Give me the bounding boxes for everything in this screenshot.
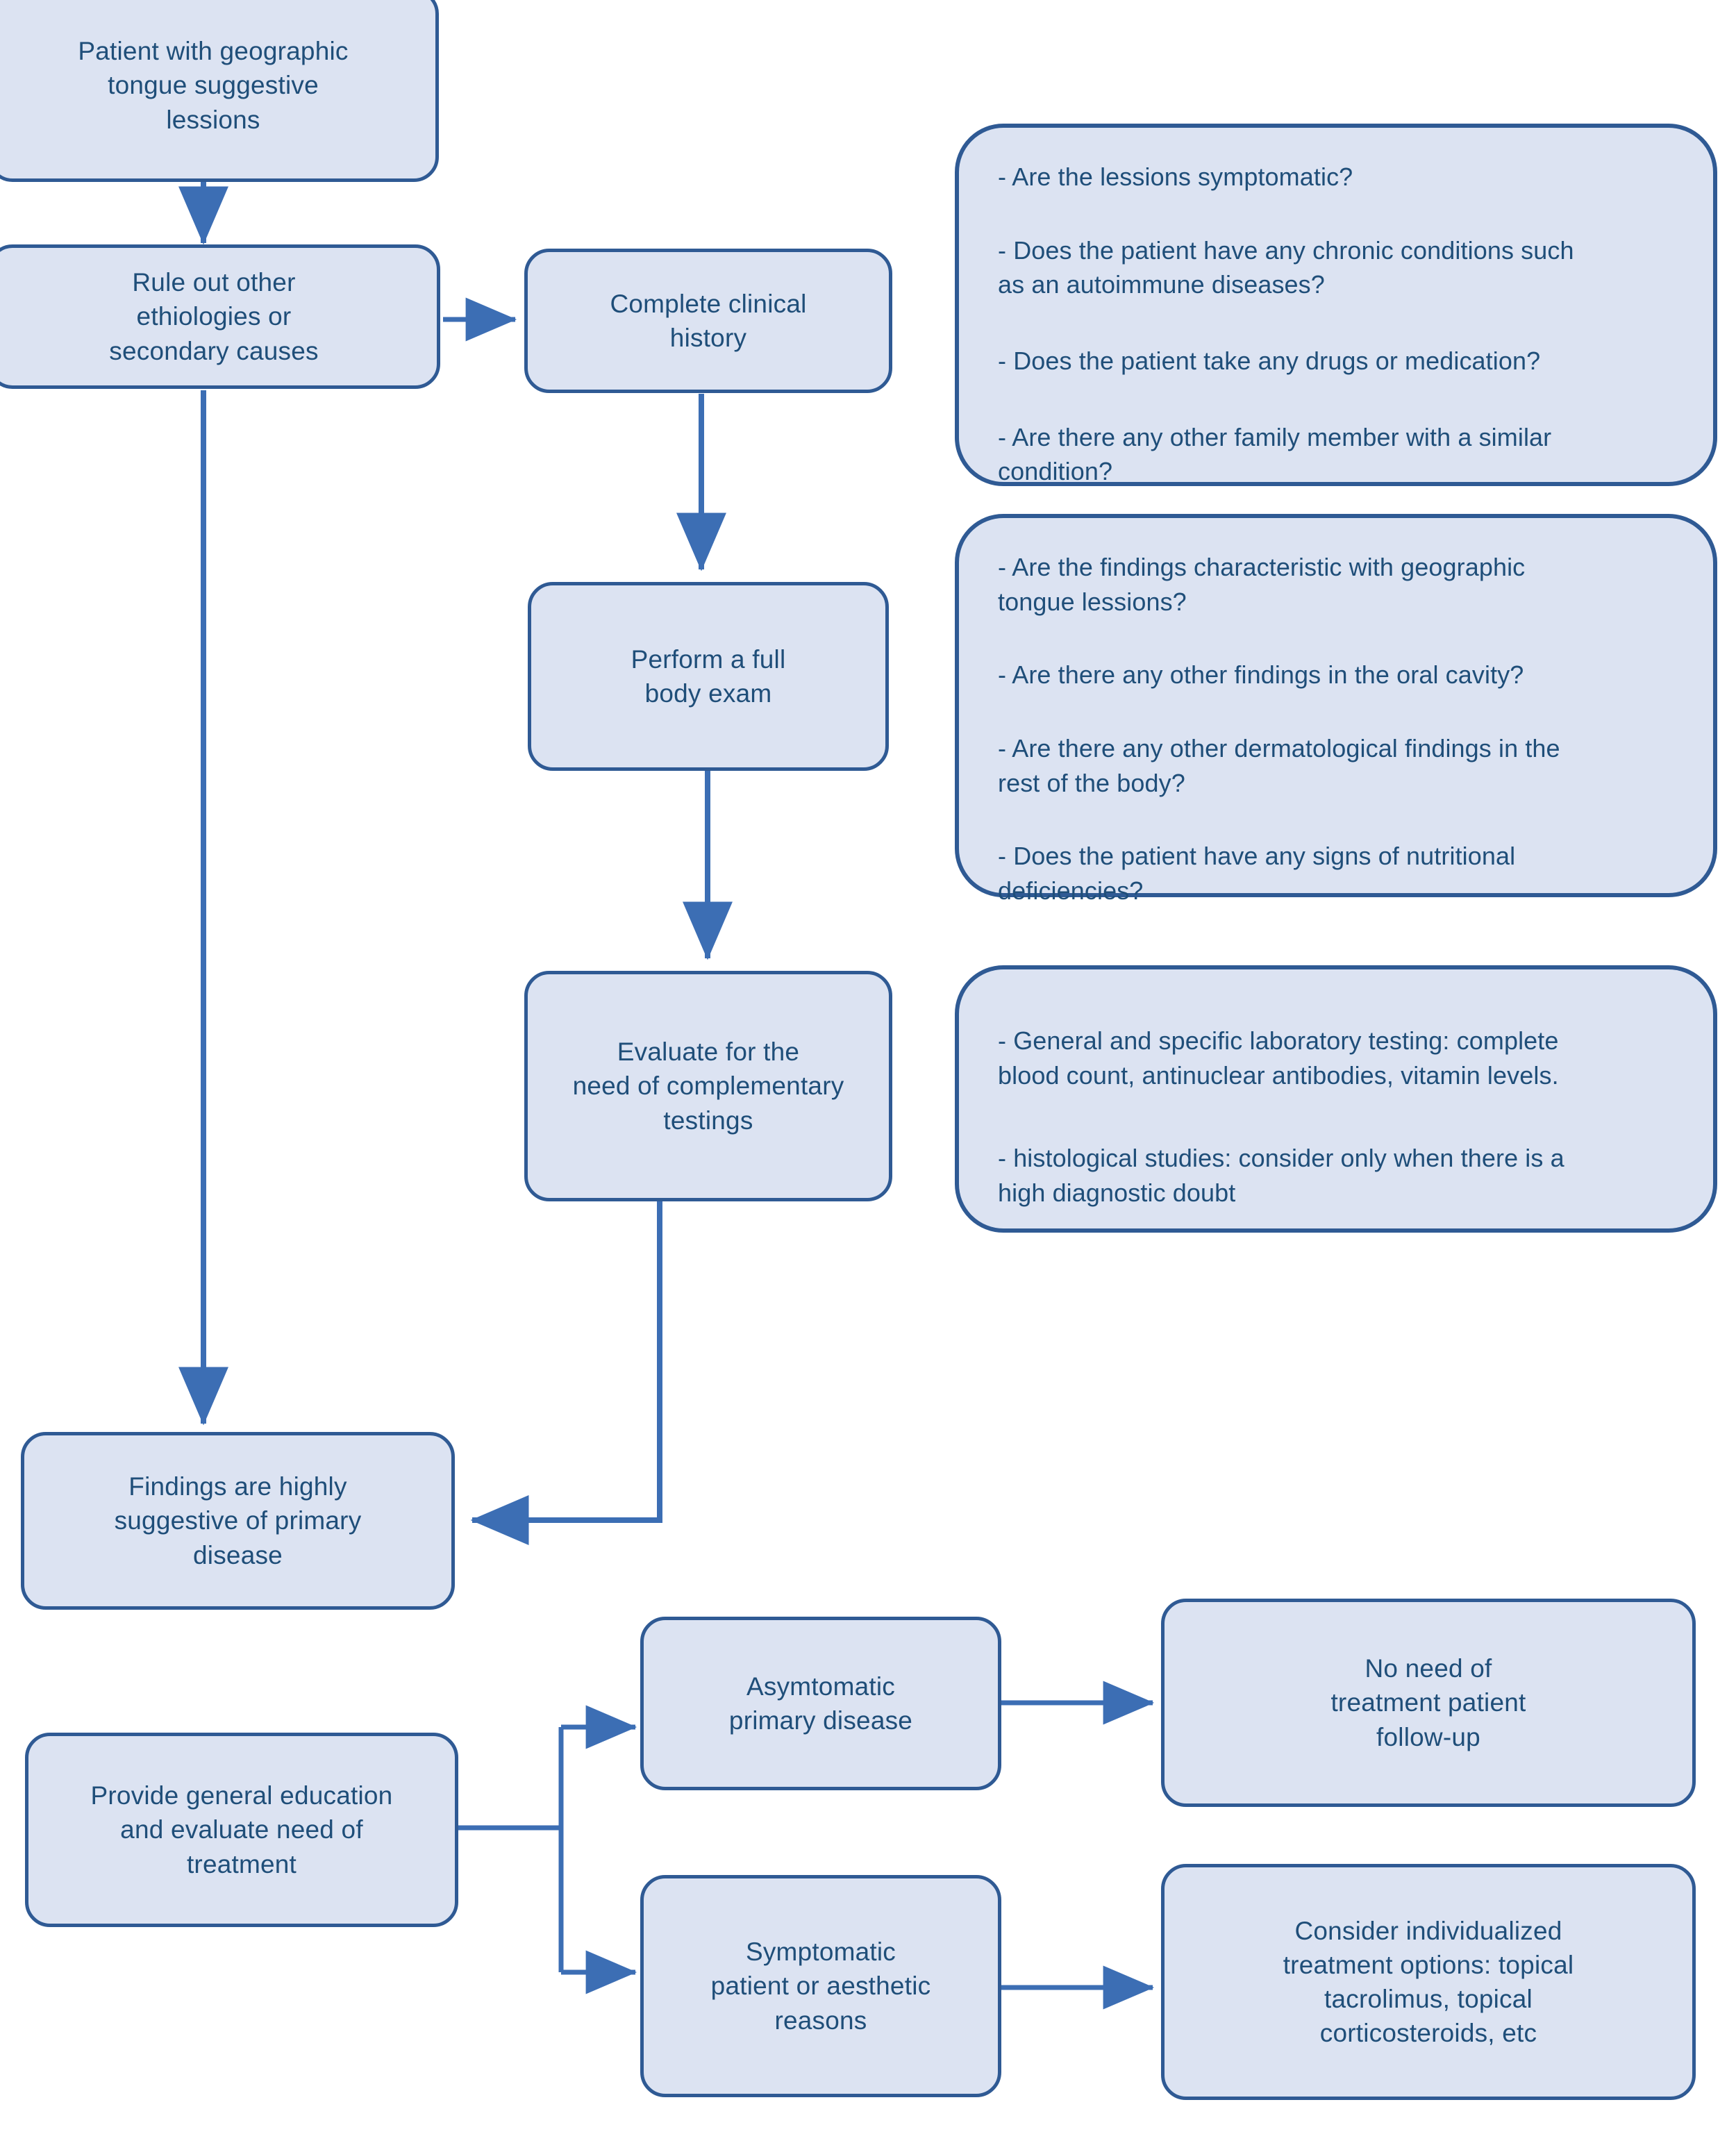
note-line-dermatological: - Are there any other dermatological fin… (998, 734, 1560, 797)
note-line-chronic-conditions: - Does the patient have any chronic cond… (998, 235, 1574, 299)
node-patient-with-geographic-tongue[interactable]: Patient with geographic tongue suggestiv… (0, 0, 439, 182)
node-findings-suggestive-primary-disease[interactable]: Findings are highly suggestive of primar… (21, 1432, 455, 1610)
node-asymtomatic-primary-disease[interactable]: Asymtomatic primary disease (640, 1617, 1001, 1790)
note-body-exam-questions: - Are the findings characteristic with g… (955, 514, 1717, 905)
node-perform-full-body-exam[interactable]: Perform a full body exam (528, 582, 889, 771)
node-symptomatic-or-aesthetic[interactable]: Symptomatic patient or aesthetic reasons (640, 1875, 1001, 2097)
note-complementary-testing-options: - General and specific laboratory testin… (955, 965, 1717, 1233)
note-line-histological-studies: - histological studies: consider only wh… (998, 1144, 1564, 1208)
node-complete-clinical-history[interactable]: Complete clinical history (524, 249, 892, 393)
node-rule-out-other-ethiologies[interactable]: Rule out other ethiologies or secondary … (0, 244, 440, 389)
node-no-need-of-treatment-followup[interactable]: No need of treatment patient follow-up (1161, 1599, 1696, 1807)
node-consider-individualized-treatment[interactable]: Consider individualized treatment option… (1161, 1864, 1696, 2100)
note-line-symptomatic: - Are the lessions symptomatic? (998, 162, 1353, 191)
node-provide-general-education[interactable]: Provide general education and evaluate n… (25, 1733, 458, 1927)
note-line-characteristic-findings: - Are the findings characteristic with g… (998, 553, 1526, 616)
note-clinical-history-questions: - Are the lessions symptomatic? - Does t… (955, 124, 1717, 486)
note-line-family-member: - Are there any other family member with… (998, 422, 1552, 486)
note-line-laboratory-testing: - General and specific laboratory testin… (998, 1026, 1559, 1090)
note-line-nutritional-deficiencies: - Does the patient have any signs of nut… (998, 842, 1516, 906)
note-line-oral-cavity: - Are there any other findings in the or… (998, 660, 1524, 690)
edge-complementary-to-findings (470, 1201, 662, 1545)
node-evaluate-complementary-testings[interactable]: Evaluate for the need of complementary t… (524, 971, 892, 1201)
note-line-drugs-medication: - Does the patient take any drugs or med… (998, 347, 1541, 376)
